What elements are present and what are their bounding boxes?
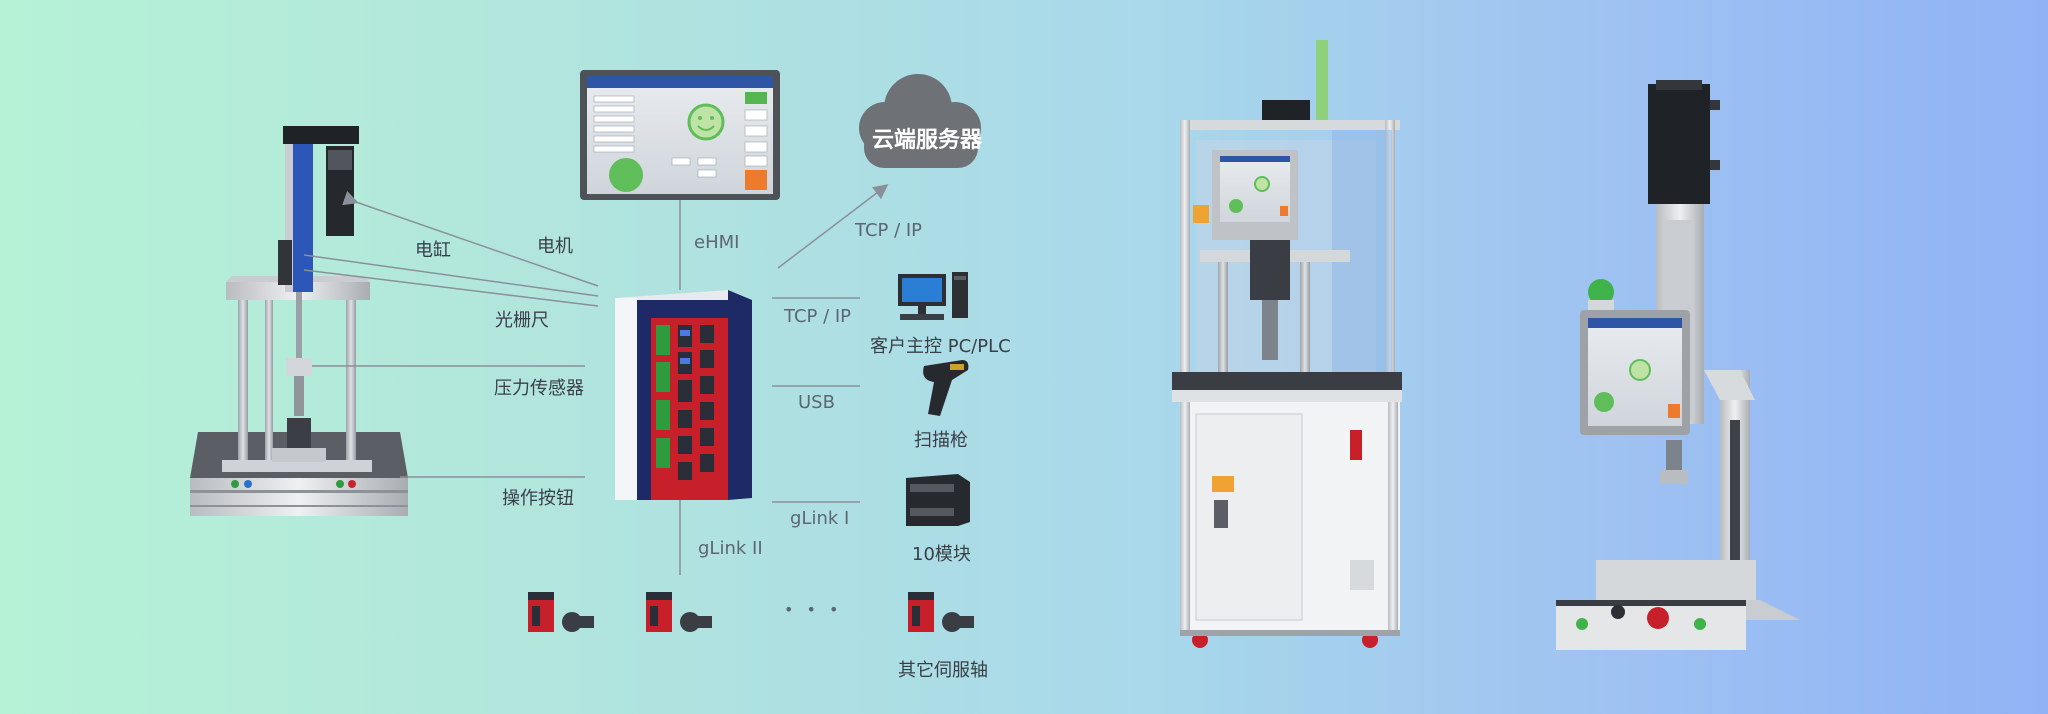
- green-button-icon: [1694, 618, 1706, 630]
- ehmi-label: eHMI: [694, 232, 740, 253]
- io-module-label: 10模块: [912, 544, 971, 565]
- glink-1-label: gLink I: [790, 508, 850, 529]
- ellipsis: • • •: [784, 600, 843, 619]
- red-button-icon: [348, 480, 356, 488]
- barcode-scanner-icon: [923, 360, 969, 416]
- cylinder-label: 电缸: [415, 240, 451, 261]
- cloud-icon: [859, 74, 981, 168]
- emergency-stop-icon: [1647, 607, 1669, 629]
- operation-button-label: 操作按钮: [502, 488, 574, 509]
- cloud-server-label: 云端服务器: [872, 128, 983, 153]
- connector-lines: [303, 184, 889, 575]
- motor-label: 电机: [537, 236, 573, 257]
- usb-label: USB: [798, 392, 835, 413]
- servo-drive-group: [528, 592, 974, 632]
- scanner-label: 扫描枪: [914, 430, 968, 451]
- other-servo-axis-label: 其它伺服轴: [898, 660, 988, 681]
- test-bench-machine: [190, 126, 408, 516]
- cabinet-press-machine: [1172, 40, 1402, 648]
- customer-pc-plc-label: 客户主控 PC/PLC: [870, 336, 1011, 357]
- servo-drive-icon: [646, 592, 712, 632]
- servo-drive-icon: [528, 592, 594, 632]
- green-button-icon: [336, 480, 344, 488]
- io-module-icon: [906, 474, 970, 526]
- tcp-ip-cloud-label: TCP / IP: [855, 220, 923, 241]
- tcp-ip-pc-label: TCP / IP: [784, 306, 852, 327]
- grating-ruler-label: 光栅尺: [495, 310, 549, 331]
- benchtop-servo-press: [1556, 80, 1800, 650]
- servo-drive-icon: [908, 592, 974, 632]
- blue-button-icon: [244, 480, 252, 488]
- pc-monitor-icon: [898, 272, 968, 320]
- glink-2-label: gLink II: [698, 538, 763, 559]
- green-button-icon: [1576, 618, 1588, 630]
- green-button-icon: [231, 480, 239, 488]
- ehmi-screen: [580, 70, 780, 200]
- motion-controller: [615, 290, 752, 500]
- pressure-sensor-label: 压力传感器: [494, 378, 584, 399]
